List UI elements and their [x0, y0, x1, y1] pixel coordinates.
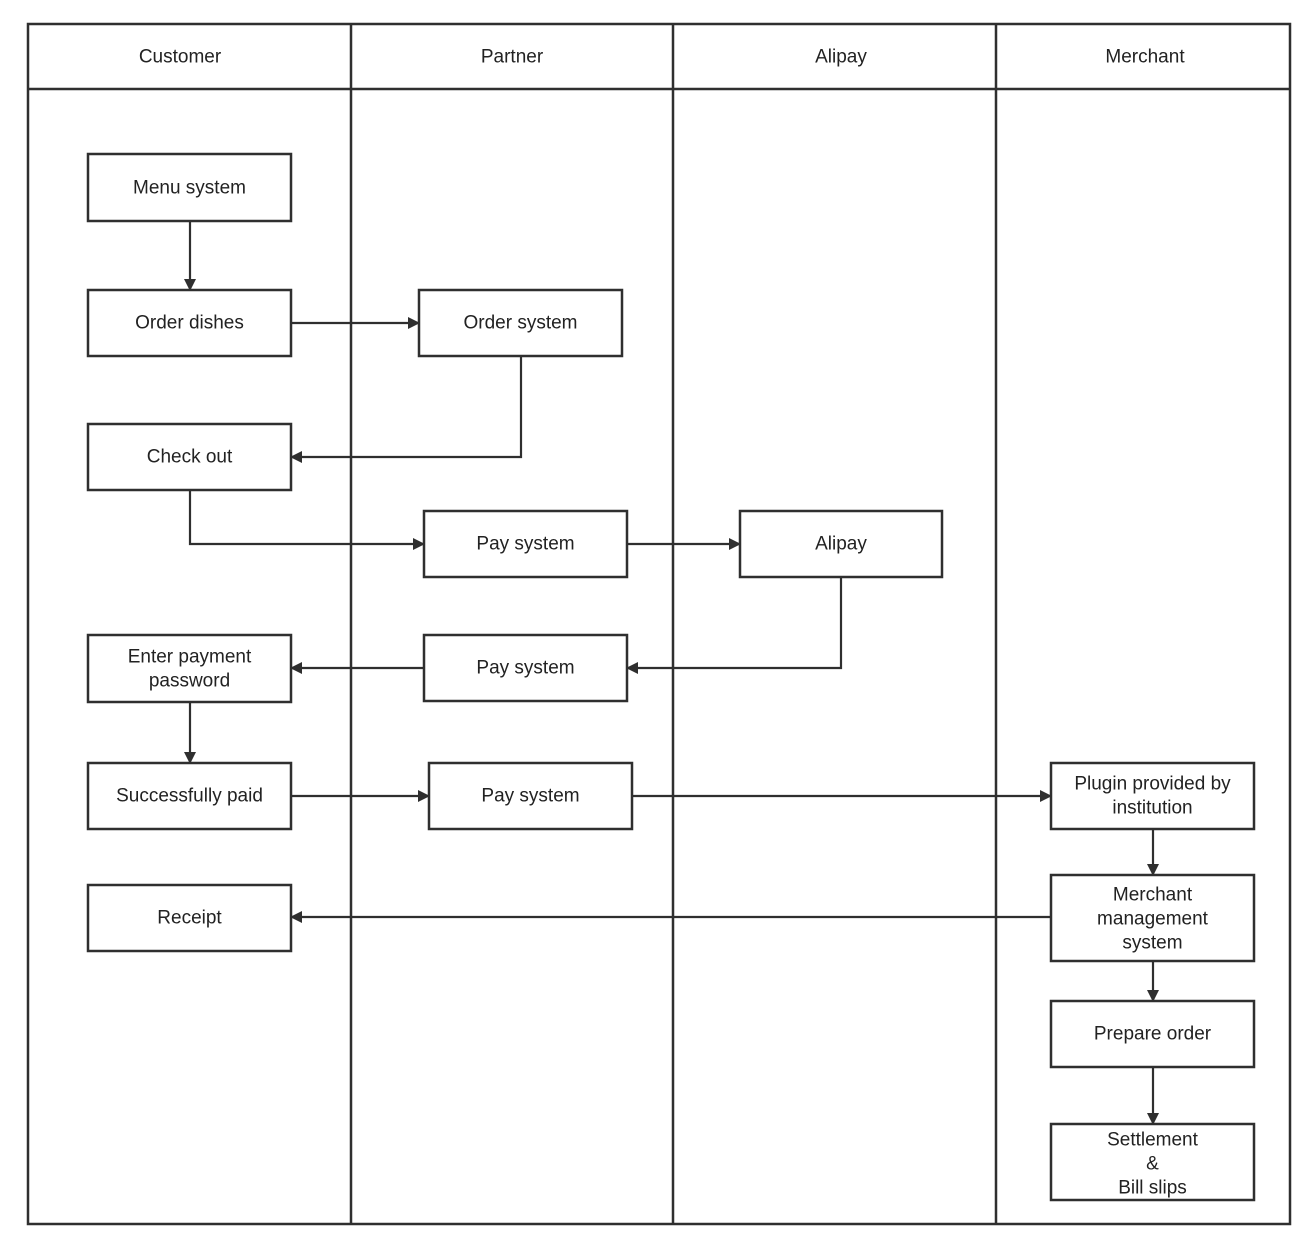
node-box [417, 288, 624, 358]
node-check-out: Check out [86, 422, 293, 492]
lane-headers: Customer Partner Alipay Merchant [139, 47, 1186, 68]
node-label: management [1097, 909, 1209, 930]
node-box [86, 761, 293, 831]
lane-header-partner: Partner [481, 47, 544, 68]
node-receipt: Receipt [86, 883, 293, 953]
node-label: Successfully paid [116, 786, 263, 807]
nodes: Menu system Order dishes Order system Ch… [86, 152, 1256, 1202]
node-box [86, 422, 293, 492]
node-enter-payment-password: Enter payment password [86, 633, 293, 704]
node-box [738, 509, 944, 579]
lane-header-alipay: Alipay [815, 47, 867, 68]
node-plugin-provided-by-institution: Plugin provided by institution [1049, 761, 1256, 831]
node-prepare-order: Prepare order [1049, 999, 1256, 1069]
node-pay-system-3: Pay system [427, 761, 634, 831]
node-successfully-paid: Successfully paid [86, 761, 293, 831]
node-merchant-management-system: Merchant management system [1049, 873, 1256, 963]
node-order-system: Order system [417, 288, 624, 358]
node-box [1049, 999, 1256, 1069]
node-box [86, 633, 293, 704]
node-label: institution [1112, 798, 1192, 819]
node-label: Merchant [1113, 885, 1193, 906]
lane-grid [26, 22, 1292, 1226]
node-label: Pay system [476, 534, 574, 555]
node-pay-system-1: Pay system [422, 509, 629, 579]
node-box [1049, 761, 1256, 831]
node-box [86, 152, 293, 223]
node-label: Menu system [133, 178, 246, 199]
edge-order-system-to-check-out [290, 356, 523, 463]
edge-check-out-to-pay-system-1 [188, 490, 425, 550]
node-label: system [1122, 933, 1182, 954]
node-box [1049, 873, 1256, 963]
node-label: Receipt [157, 908, 222, 929]
node-box [422, 509, 629, 579]
node-label: Order system [463, 313, 577, 334]
lane-header-customer: Customer [139, 47, 222, 68]
node-label: Pay system [481, 786, 579, 807]
node-label: Alipay [815, 534, 867, 555]
node-label: Check out [147, 447, 233, 468]
node-label: Plugin provided by [1074, 774, 1231, 795]
node-pay-system-2: Pay system [422, 633, 629, 703]
lane-header-merchant: Merchant [1105, 47, 1185, 68]
connectors [184, 222, 1159, 1125]
node-label: Order dishes [135, 313, 244, 334]
edge-alipay-to-pay-system-2 [626, 577, 843, 674]
node-box [86, 288, 293, 358]
node-order-dishes: Order dishes [86, 288, 293, 358]
node-label: Pay system [476, 658, 574, 679]
node-box [1049, 1122, 1256, 1202]
node-alipay: Alipay [738, 509, 944, 579]
node-label: Bill slips [1118, 1178, 1187, 1199]
node-box [422, 633, 629, 703]
node-box [427, 761, 634, 831]
node-label: & [1146, 1154, 1159, 1175]
node-settlement-bill-slips: Settlement & Bill slips [1049, 1122, 1256, 1202]
node-label: Enter payment [128, 647, 252, 668]
node-label: password [149, 671, 230, 692]
lane-frame [26, 22, 1292, 1226]
node-menu-system: Menu system [86, 152, 293, 223]
node-label: Settlement [1107, 1130, 1199, 1151]
node-label: Prepare order [1094, 1024, 1212, 1045]
node-box [86, 883, 293, 953]
